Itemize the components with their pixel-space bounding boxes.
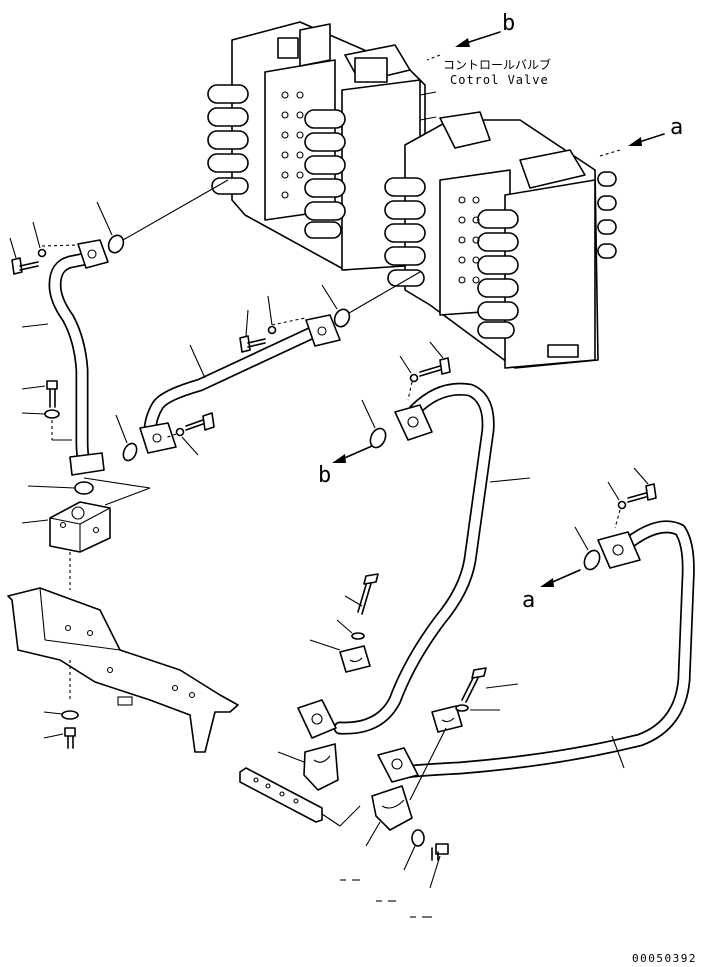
callout-ticks	[340, 879, 432, 918]
pipe-large-b	[297, 382, 531, 739]
label-control-valve-en: Cotrol Valve	[450, 73, 549, 87]
flange-block-left	[21, 477, 151, 590]
arrow-a-mid	[540, 569, 581, 587]
plate-bar	[239, 767, 361, 827]
label-a-mid: a	[522, 588, 535, 613]
mounting-bracket	[7, 587, 239, 753]
pipe-left	[21, 239, 109, 476]
o-ring-upper-left	[96, 179, 229, 254]
bolt-bracket	[43, 710, 79, 749]
pipe-middle	[139, 314, 341, 454]
arrow-a-top	[599, 133, 665, 157]
pipe-large-a	[377, 520, 695, 783]
clamp-lower-b	[277, 743, 339, 791]
arrow-b-top	[426, 31, 501, 61]
o-ring-upper-mid	[321, 271, 421, 328]
o-ring-left-lower	[27, 414, 138, 495]
o-ring-right	[574, 526, 601, 571]
bolt-clamp-lower	[403, 829, 449, 889]
label-b-top: b	[502, 11, 515, 36]
o-ring-mid	[361, 399, 387, 449]
bolt-middle-upper	[239, 295, 306, 353]
bolt-pipe-b	[399, 341, 451, 401]
clamp-upper-b	[309, 573, 379, 673]
bolt-left-vertical	[21, 380, 72, 441]
clamp-upper-a	[431, 667, 519, 733]
arrow-b-mid	[332, 445, 373, 463]
label-b-mid: b	[318, 463, 331, 488]
clamp-lower-a	[365, 727, 447, 847]
label-a-top: a	[670, 115, 683, 140]
bolt-pipe-a	[607, 467, 657, 529]
drawing-number: 00050392	[632, 952, 697, 965]
bolt-middle-lower	[164, 412, 215, 456]
control-valve-left	[207, 21, 437, 271]
control-valve-right	[384, 111, 617, 369]
bolt-upper-left	[9, 221, 79, 275]
label-control-valve-jp: コントロールバルブ	[443, 57, 551, 72]
